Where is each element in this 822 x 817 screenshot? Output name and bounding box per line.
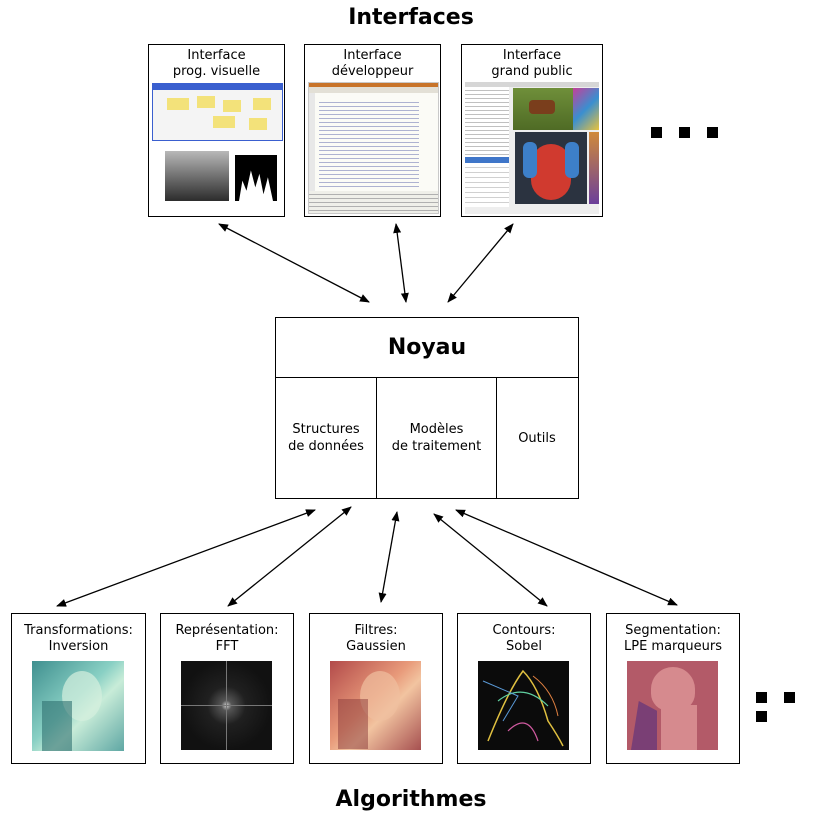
landscape-thumbnail [165, 151, 229, 201]
core-cell-processing-models: Modèles de traitement [376, 378, 497, 498]
algorithm-watershed-box: Segmentation: LPE marqueurs [606, 613, 740, 764]
more-algorithms-ellipsis [756, 688, 822, 726]
arrow-core-visual-interface [218, 223, 370, 303]
general-public-app-screenshot [465, 82, 599, 214]
algorithm-fft-title: Représentation: FFT [175, 623, 279, 654]
arrow-core-watershed [455, 509, 678, 606]
histogram-thumbnail [235, 155, 277, 201]
algorithm-sobel-title: Contours: Sobel [492, 623, 556, 654]
core-cell-tools: Outils [518, 430, 556, 446]
gaussian-image [330, 661, 421, 750]
interfaces-heading: Interfaces [348, 5, 474, 30]
interface-general-public-title: Interface grand public [491, 48, 573, 79]
core-box: Noyau Structures de données Modèles de t… [275, 317, 579, 499]
interface-visual-programming-box: Interface prog. visuelle [148, 44, 285, 217]
core-title: Noyau [276, 318, 578, 378]
more-interfaces-ellipsis [651, 123, 735, 142]
arrow-core-developer-interface [393, 223, 409, 303]
interface-developer-title: Interface développeur [331, 48, 414, 79]
algorithms-heading: Algorithmes [335, 787, 487, 812]
inversion-image [32, 661, 124, 751]
arrow-core-fft [227, 506, 352, 607]
arrow-core-public-interface [447, 223, 514, 303]
arrow-core-inversion [56, 509, 316, 607]
algorithm-sobel-box: Contours: Sobel [457, 613, 591, 764]
algorithm-watershed-title: Segmentation: LPE marqueurs [623, 623, 723, 654]
arrow-core-sobel [433, 513, 548, 607]
algorithm-fft-box: Représentation: FFT [160, 613, 294, 764]
core-cell-data-structures: Structures de données [288, 422, 364, 454]
interface-general-public-box: Interface grand public [461, 44, 603, 217]
visual-programming-screenshot [152, 83, 283, 141]
arrow-core-gaussian [378, 511, 400, 603]
developer-ide-screenshot [308, 82, 439, 214]
watershed-segmentation-image [627, 661, 718, 750]
sobel-image [478, 661, 569, 750]
fft-image [181, 661, 272, 750]
algorithm-gaussian-box: Filtres: Gaussien [309, 613, 443, 764]
algorithm-gaussian-title: Filtres: Gaussien [346, 623, 406, 654]
interface-developer-box: Interface développeur [304, 44, 441, 217]
algorithm-inversion-box: Transformations: Inversion [11, 613, 146, 764]
interface-visual-programming-title: Interface prog. visuelle [172, 48, 261, 79]
algorithm-inversion-title: Transformations: Inversion [24, 623, 133, 654]
